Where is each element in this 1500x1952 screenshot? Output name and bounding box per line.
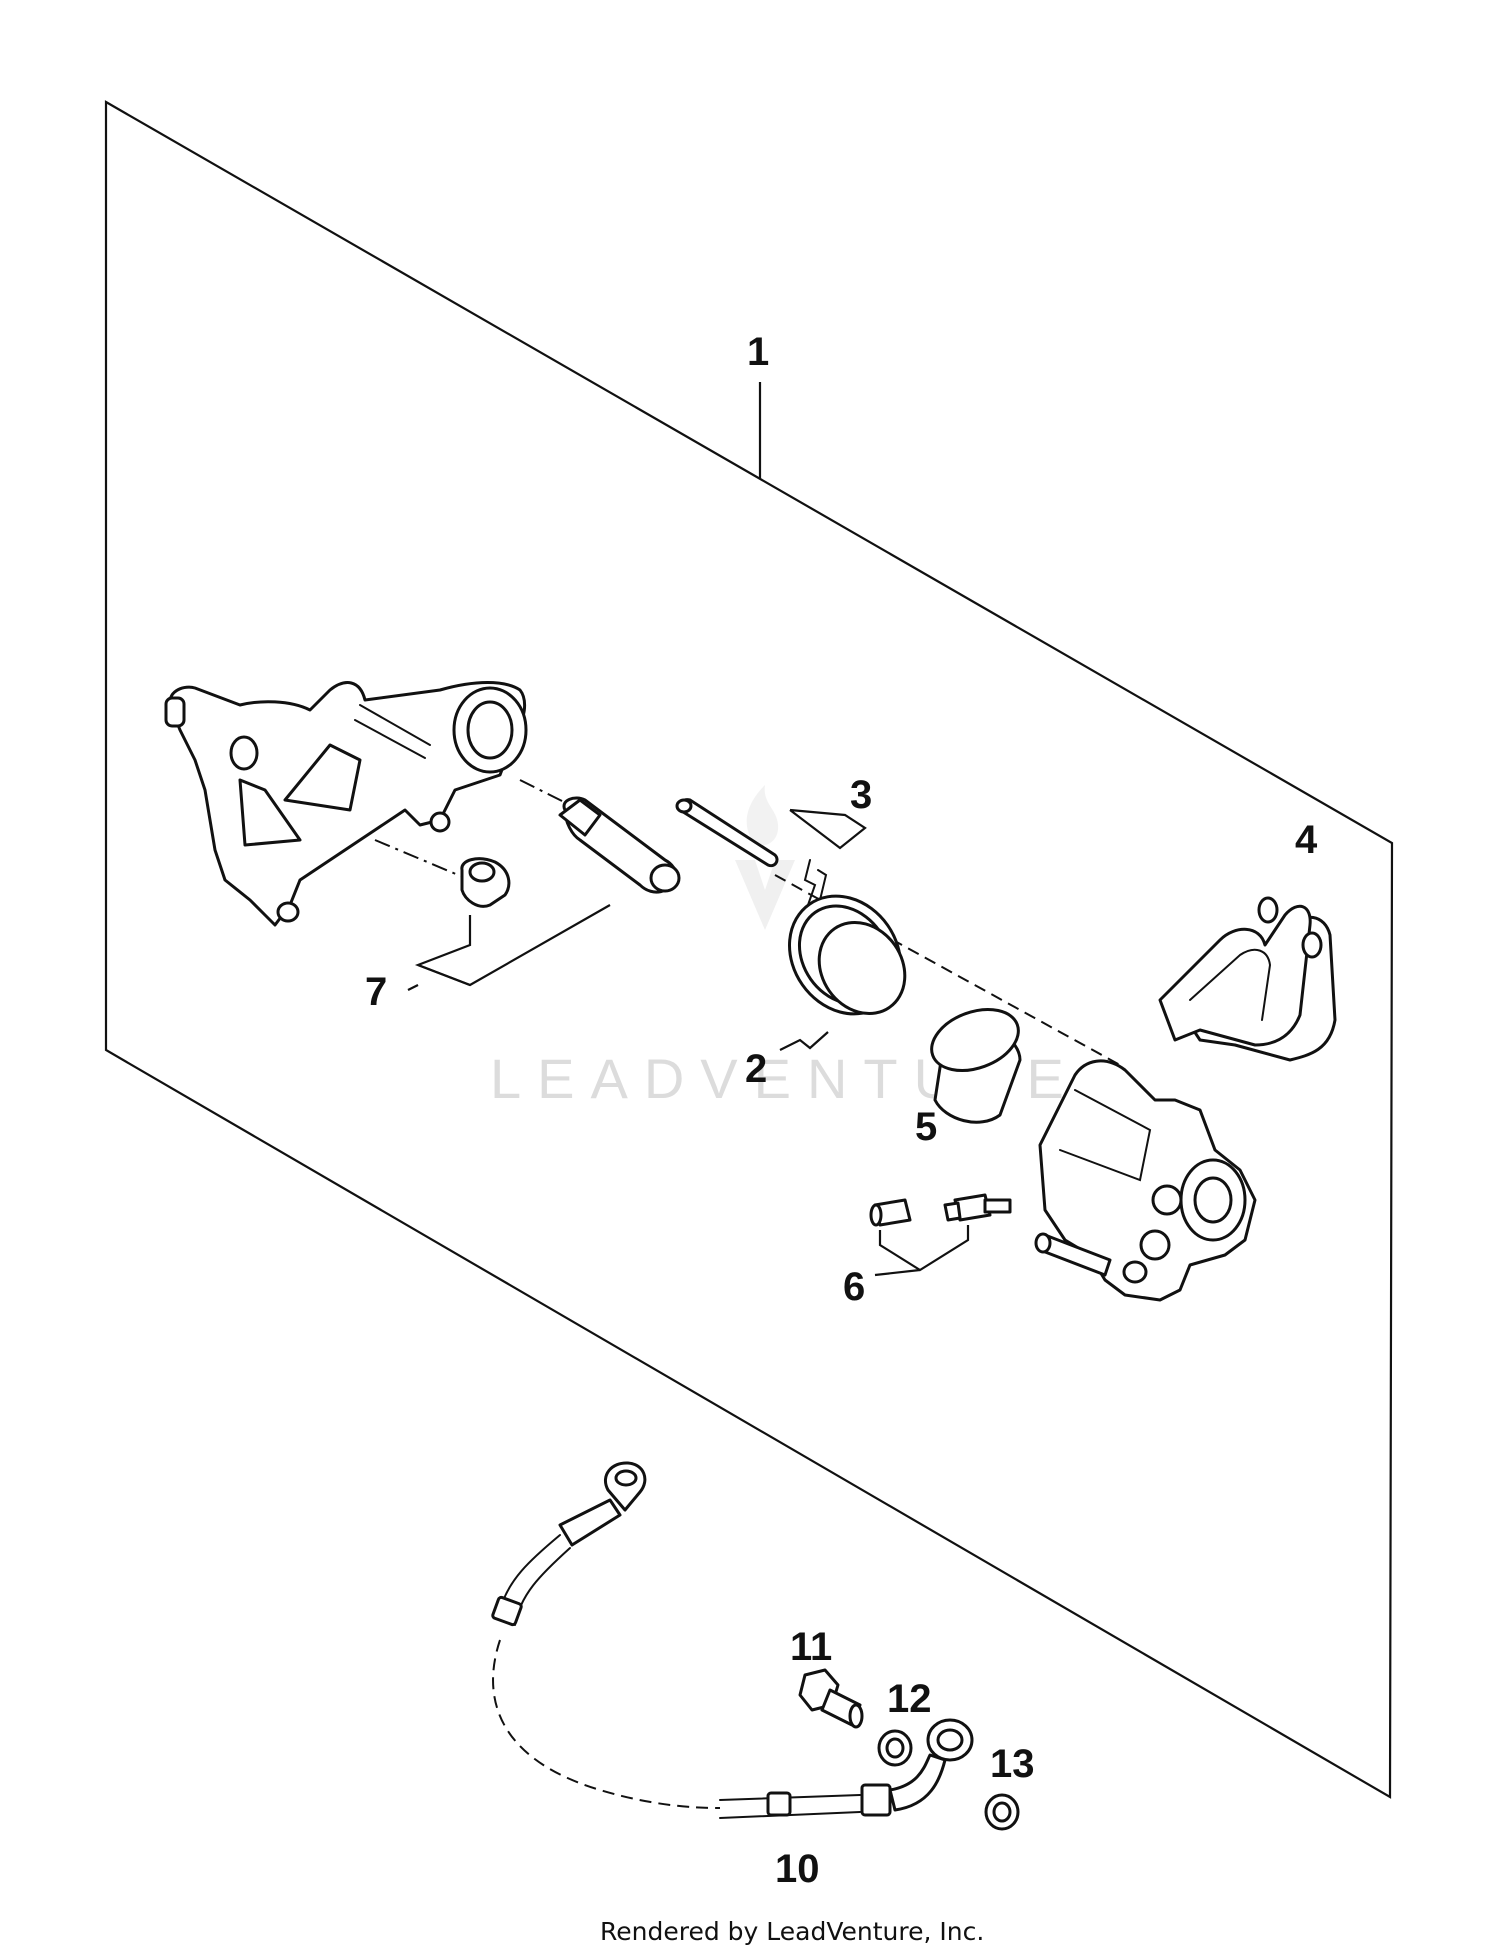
callout-7: 7: [365, 970, 387, 1014]
footer-credit: Rendered by LeadVenture, Inc.: [600, 1917, 984, 1946]
bleeder-valve: [943, 1193, 1012, 1222]
rubber-boot: [460, 857, 511, 908]
leader-2: [779, 1031, 829, 1051]
brake-pads: [1158, 896, 1337, 1062]
sealing-washer-13: [984, 1793, 1020, 1831]
callout-6: 6: [843, 1265, 865, 1309]
callout-3: 3: [850, 773, 872, 817]
sealing-washer-12: [877, 1729, 913, 1767]
banjo-bolt: [798, 1668, 864, 1729]
callout-4: 4: [1295, 818, 1318, 862]
callout-1: 1: [747, 330, 769, 374]
callout-5: 5: [915, 1105, 937, 1149]
brake-hose: [491, 1461, 974, 1819]
leader-6: [878, 1225, 970, 1272]
bleeder-valve-cap: [869, 1198, 912, 1227]
slide-pin-boot: [558, 796, 681, 894]
leader-3: [789, 808, 867, 850]
callout-12: 12: [887, 1677, 932, 1721]
callout-2: 2: [745, 1047, 767, 1091]
callout-13: 13: [990, 1742, 1035, 1786]
caliper-body: [1034, 1059, 1257, 1302]
callout-11: 11: [790, 1625, 832, 1669]
piston: [930, 1008, 1022, 1124]
caliper-bracket: [164, 681, 528, 927]
axis-bracket-boot: [374, 839, 471, 881]
piston-seal: [788, 894, 907, 1016]
pad-pin: [675, 798, 779, 868]
callout-10: 10: [775, 1847, 820, 1891]
assembly-panel: [104, 100, 1394, 1799]
leader-7: [414, 904, 611, 987]
